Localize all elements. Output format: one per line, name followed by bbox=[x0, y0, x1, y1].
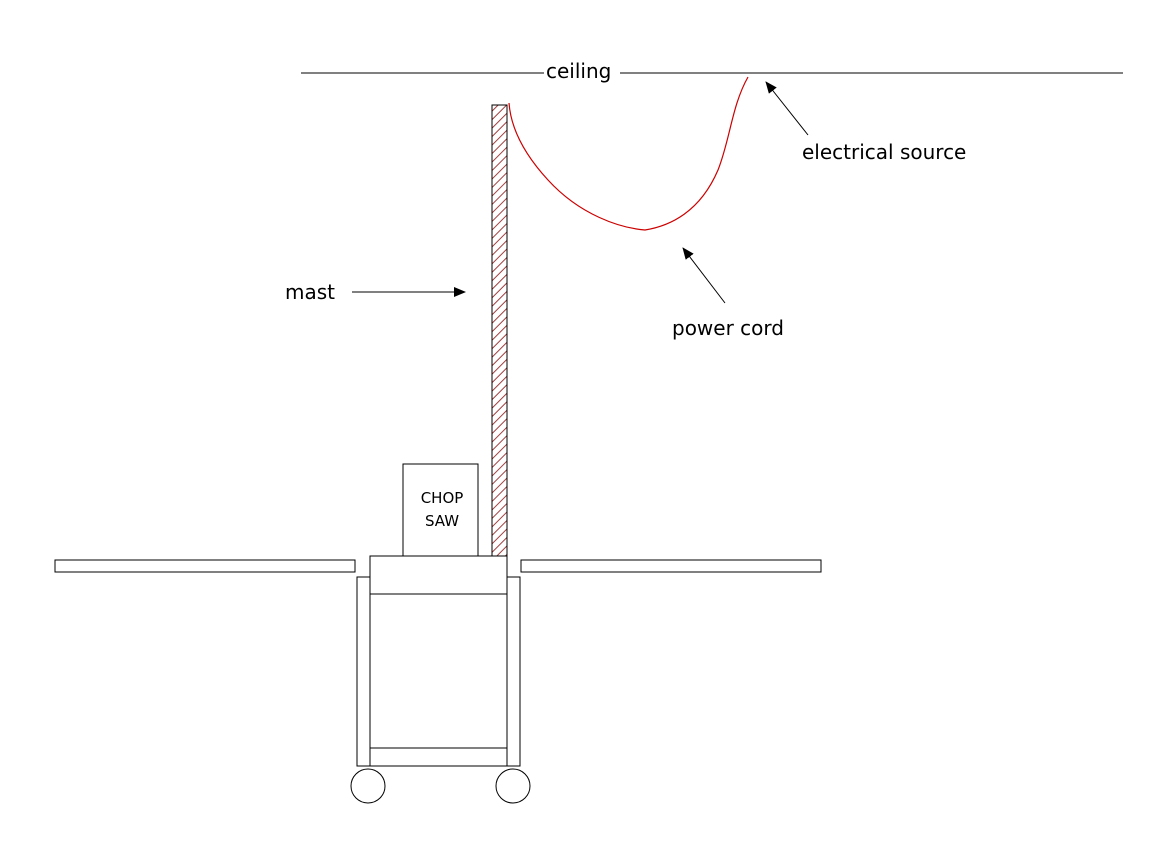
cart-top bbox=[369, 555, 508, 595]
left-wheel bbox=[350, 768, 386, 804]
right-support-table bbox=[520, 559, 822, 573]
mast-label: mast bbox=[285, 280, 335, 304]
power-cord-arrow bbox=[682, 247, 726, 304]
power-cord-label: power cord bbox=[672, 316, 784, 340]
left-support-table bbox=[54, 559, 356, 573]
chop-saw-label-line2: SAW bbox=[425, 512, 459, 530]
mast bbox=[491, 104, 508, 557]
electrical-source-arrow bbox=[765, 81, 809, 136]
cart-right-upright bbox=[506, 576, 521, 767]
cart-body bbox=[369, 593, 508, 767]
right-wheel bbox=[495, 768, 531, 804]
power-cord bbox=[508, 76, 749, 231]
cart-left-upright bbox=[356, 576, 371, 767]
chop-saw-box bbox=[402, 463, 479, 557]
ceiling-label: ceiling bbox=[546, 59, 611, 83]
chop-saw-label-line1: CHOP bbox=[421, 489, 464, 507]
electrical-source-label: electrical source bbox=[802, 140, 966, 164]
